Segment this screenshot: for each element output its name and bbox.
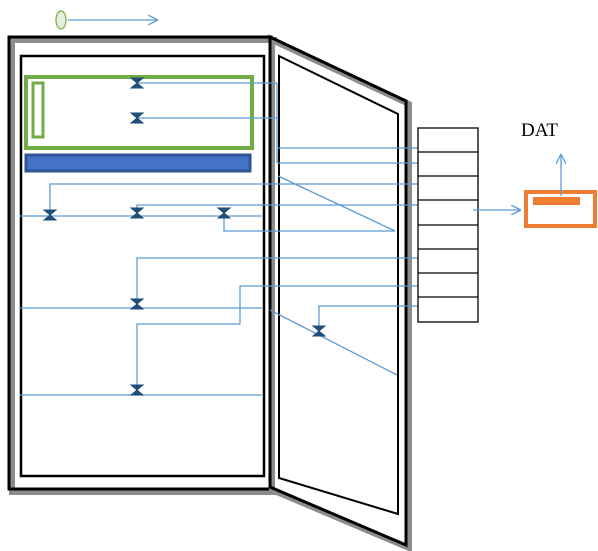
- bowtie-sensor-icon: [129, 77, 145, 89]
- bowtie-sensor-icon: [311, 325, 327, 337]
- bowtie-sensor-icon: [129, 298, 145, 310]
- bowtie-sensor-icon: [129, 207, 145, 219]
- bowtie-sensor-icon: [129, 384, 145, 396]
- freezer-compartment: [24, 75, 254, 150]
- dat-label: DAT: [521, 120, 558, 141]
- crisper-bar: [24, 153, 252, 173]
- refrigerator-door: [268, 34, 412, 551]
- connector-block: [417, 127, 479, 323]
- data-logger: [524, 190, 597, 228]
- bowtie-sensor-icon: [42, 209, 58, 221]
- top-marker-ellipse: [55, 10, 67, 30]
- bowtie-sensor-icon: [129, 112, 145, 124]
- sensors: [42, 77, 327, 396]
- refrigerator-cabinet: [7, 35, 277, 495]
- bowtie-sensor-icon: [216, 207, 232, 219]
